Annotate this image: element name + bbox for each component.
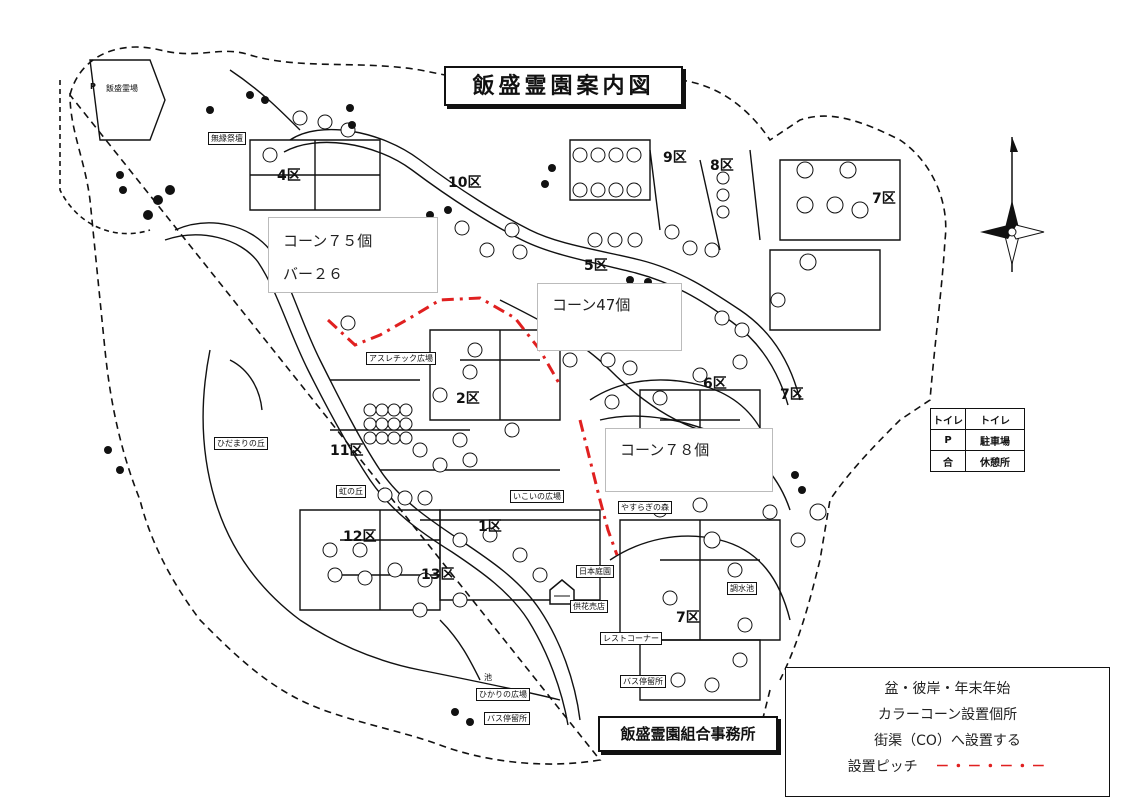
zone-label-10: 10区 (448, 175, 482, 191)
annotation-box-2-line1: コーン47個 (552, 296, 631, 314)
annotation-box-1: コーン７５個 バー２６ (268, 217, 438, 293)
roads (89, 59, 901, 726)
rest-area-icon: 合 (931, 451, 966, 471)
place-niji: 虹の丘 (336, 485, 366, 498)
place-bus-stop-1: バス停留所 (620, 675, 666, 688)
zone-label-9: 9区 (663, 150, 687, 166)
zone-label-11: 11区 (330, 443, 364, 459)
zone-label-4: 4区 (277, 168, 301, 184)
office-label: 飯盛霊園組合事務所 (598, 716, 778, 752)
parking-icon: P (90, 82, 96, 91)
notice-line-3: 街渠（CO）へ設置する (874, 733, 1021, 749)
map-boundary (59, 46, 947, 765)
office-building-icon (549, 579, 575, 605)
annotation-box-3-line1: コーン７８個 (620, 441, 710, 459)
zone-label-5: 5区 (584, 258, 608, 274)
notice-pitch-pattern: －・－・－・－ (935, 759, 1048, 775)
zone-label-8: 8区 (710, 158, 734, 174)
cone-route (326, 296, 619, 556)
legend-row-toilet: トイレ トイレ (931, 409, 1024, 430)
place-ike: 池 (484, 673, 492, 682)
map-legend: トイレ トイレ P 駐車場 合 休憩所 (930, 408, 1025, 472)
zone-label-2: 2区 (456, 391, 480, 407)
annotation-box-2: コーン47個 (537, 283, 682, 351)
place-hanmori: 飯盛霊場 (106, 84, 138, 93)
zone-label-12: 12区 (343, 529, 377, 545)
map-title: 飯盛霊園案内図 (444, 66, 683, 106)
place-kaka-baiten: 供花売店 (570, 600, 608, 613)
place-athletic: アスレチック広場 (366, 352, 436, 365)
notice-pitch-label: 設置ピッチ (847, 759, 918, 775)
place-chosuichi: 調水池 (727, 582, 757, 595)
toilet-icon: トイレ (931, 409, 966, 429)
zone-label-7c: 7区 (676, 610, 700, 626)
legend-toilet-label: トイレ (980, 415, 1010, 427)
legend-parking-label: 駐車場 (980, 436, 1010, 448)
zone-label-1: 1区 (478, 519, 502, 535)
place-hidamari: ひだまりの丘 (214, 437, 268, 450)
notice-line-1: 盆・彼岸・年末年始 (884, 681, 1011, 697)
zone-label-6: 6区 (703, 376, 727, 392)
place-yasuragi: やすらぎの森 (618, 501, 672, 514)
place-rest-corner: レストコーナー (600, 632, 662, 645)
notice-line-2: カラーコーン設置個所 (877, 707, 1018, 723)
notice-box: 盆・彼岸・年末年始 カラーコーン設置個所 街渠（CO）へ設置する 設置ピッチ －… (785, 667, 1110, 797)
legend-row-parking: P 駐車場 (931, 430, 1024, 451)
annotation-box-1-line2: バー２６ (283, 265, 344, 283)
zone-label-7a: 7区 (872, 191, 896, 207)
place-nihon-teien: 日本庭園 (576, 565, 614, 578)
legend-row-rest: 合 休憩所 (931, 451, 1024, 471)
annotation-box-3: コーン７８個 (605, 428, 773, 492)
notice-line-4: 設置ピッチ －・－・－・－ (786, 754, 1109, 780)
zone-label-13: 13区 (421, 567, 455, 583)
legend-rest-label: 休憩所 (980, 457, 1010, 469)
plot-markers (262, 110, 869, 693)
place-hikari: ひかりの広場 (476, 688, 530, 701)
place-bus-stop-2: バス停留所 (484, 712, 530, 725)
place-ikoi: いこいの広場 (510, 490, 564, 503)
place-muen: 無縁祭壇 (208, 132, 246, 145)
annotation-box-1-line1: コーン７５個 (283, 232, 373, 250)
parking-legend-icon: P (931, 430, 966, 450)
compass-icon (980, 137, 1045, 272)
zone-label-7b: 7区 (780, 387, 804, 403)
